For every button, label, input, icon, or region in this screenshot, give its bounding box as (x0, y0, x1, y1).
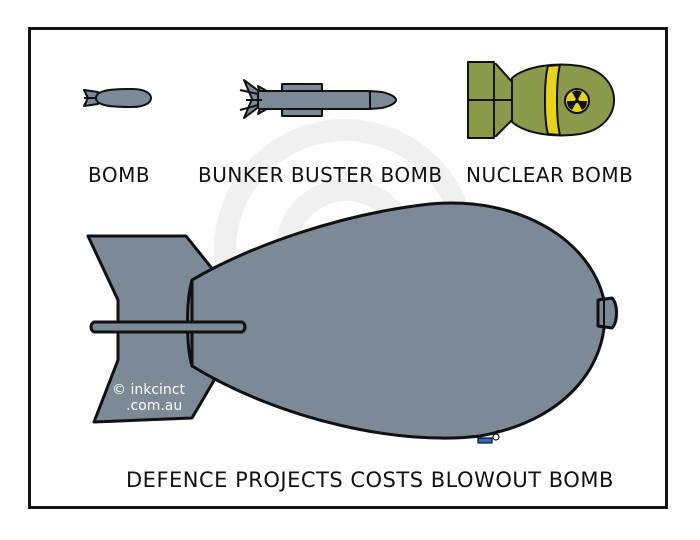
small-bomb-drawing (83, 88, 152, 108)
bunker-buster-bomb-label: BUNKER BUSTER BOMB (198, 163, 443, 187)
credit-line-2: .com.au (126, 398, 183, 414)
blowout-bomb-drawing (86, 201, 618, 440)
nuclear-bomb-label: NUCLEAR BOMB (466, 163, 634, 187)
nuclear-bomb-drawing (467, 61, 615, 139)
tiny-person-drawing (477, 429, 500, 444)
credit-line-1: © inkcinct (112, 382, 185, 398)
radiation-symbol-icon (566, 90, 588, 110)
artist-credit: © inkcinct .com.au (112, 382, 185, 414)
bunker-buster-bomb-drawing (239, 79, 397, 119)
cartoon-caption: DEFENCE PROJECTS COSTS BLOWOUT BOMB (126, 468, 614, 492)
bomb-label: BOMB (88, 163, 151, 187)
